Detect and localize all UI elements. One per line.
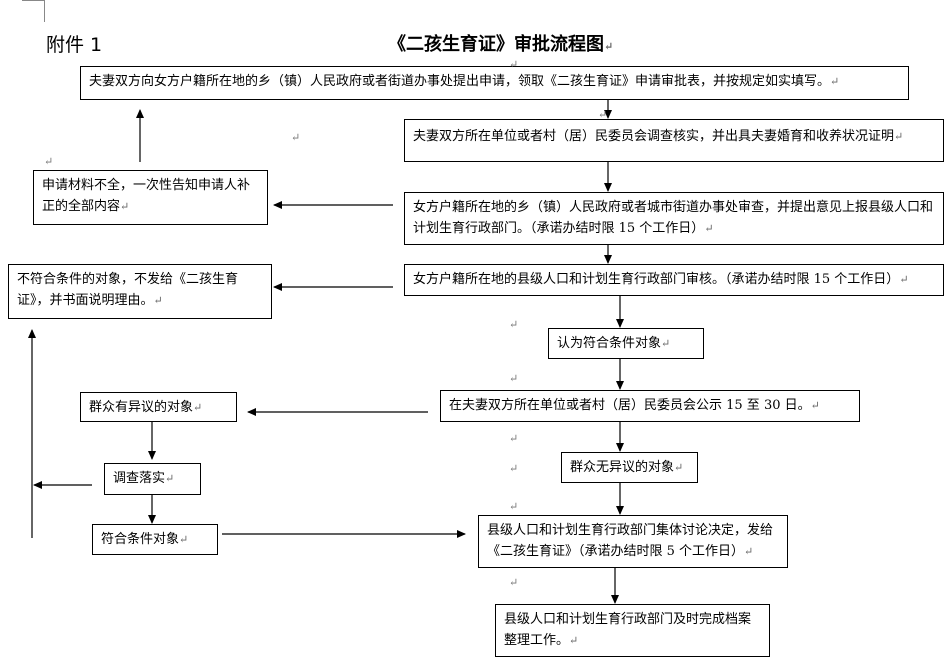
page-title: 《二孩生育证》审批流程图↵ [388, 34, 614, 55]
node-apply: 夫妻双方向女方户籍所在地的乡（镇）人民政府或者街道办事处提出申请，领取《二孩生育… [80, 66, 909, 100]
node-eligible: 认为符合条件对象↵ [548, 328, 704, 359]
node-township-review: 女方户籍所在地的乡（镇）人民政府或者城市街道办事处审查，并提出意见上报县级人口和… [404, 192, 944, 245]
node-archive: 县级人口和计划生育行政部门及时完成档案整理工作。↵ [495, 604, 770, 657]
node-decide: 县级人口和计划生育行政部门集体讨论决定，发给《二孩生育证》（承诺办结时限 5 个… [478, 515, 788, 568]
stray-mark: ↵ [509, 500, 519, 513]
stray-mark: ↵ [509, 576, 519, 589]
page-corner-mark-v [44, 0, 45, 22]
stray-mark: ↵ [509, 318, 519, 331]
node-county-review: 女方户籍所在地的县级人口和计划生育行政部门审核。（承诺办结时限 15 个工作日）… [404, 264, 944, 296]
stray-mark: ↵ [598, 108, 608, 121]
node-incomplete: 申请材料不全，一次性告知申请人补正的全部内容↵ [33, 170, 268, 225]
node-investigate: 调查落实↵ [104, 463, 201, 495]
node-publicize: 在夫妻双方所在单位或者村（居）民委员会公示 15 至 30 日。↵ [440, 390, 860, 422]
stray-mark: ↵ [291, 131, 301, 144]
node-verify-unit: 夫妻双方所在单位或者村（居）民委员会调查核实，并出具夫妻婚育和收养状况证明↵ [404, 119, 944, 162]
stray-mark: ↵ [509, 372, 519, 385]
node-meets: 符合条件对象↵ [92, 524, 218, 555]
node-not-eligible: 不符合条件的对象，不发给《二孩生育证》，并书面说明理由。↵ [8, 264, 272, 319]
stray-mark: ↵ [509, 432, 519, 445]
stray-mark: ↵ [44, 155, 54, 168]
stray-mark: ↵ [509, 58, 519, 71]
node-objection: 群众有异议的对象↵ [80, 392, 237, 422]
page-corner-mark-h [22, 0, 44, 1]
stray-mark: ↵ [509, 462, 519, 475]
attachment-label: 附件 1 [46, 34, 103, 56]
node-no-objection: 群众无异议的对象↵ [561, 452, 698, 483]
